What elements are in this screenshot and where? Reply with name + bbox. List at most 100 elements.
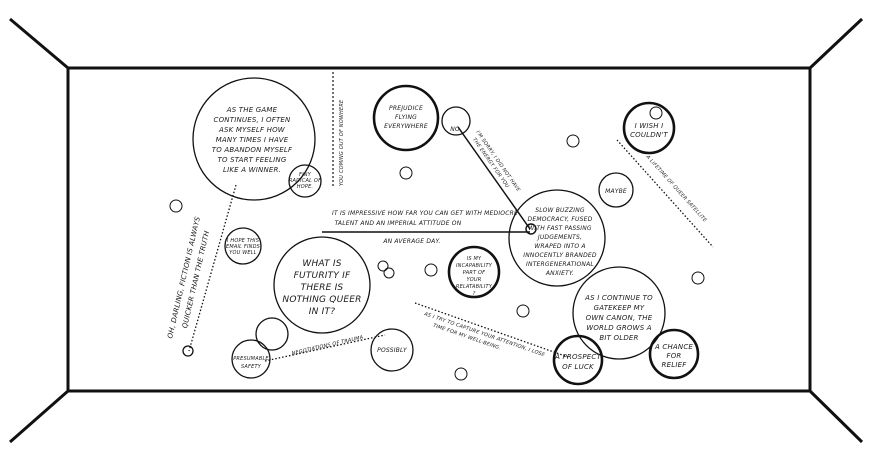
small-circle [525,223,537,235]
small-circle [377,260,389,272]
text-line: FOR [667,352,682,360]
democracy-text: SLOW BUZZING DEMOCRACY, FUSED WITH FAST … [523,207,597,277]
circle-safety-overlap [255,317,289,351]
no-text: NO [450,126,460,133]
text-line: RADICAL OF [289,178,321,184]
text-line: TALENT AND AN IMPERIAL ATTITUDE ON [335,220,462,227]
circle-luck [552,334,604,386]
text-line: TO START FEELING [218,156,287,164]
text-line: RELATABILITY [456,284,493,290]
text-line: TO ABANDON MYSELF [212,146,293,154]
text-line: PART OF [463,270,486,276]
impressive-text: IT IS IMPRESSIVE HOW FAR YOU CAN GET WIT… [332,210,518,245]
small-circle [399,166,413,180]
corner-line-tr [808,17,864,70]
text-line: WHAT IS [302,259,341,269]
small-circle [649,106,663,120]
text-line: WRAPED INTO A [534,243,585,250]
text-line: INTERGENERATIONAL [526,261,594,268]
text-line: I HOPE THIS [227,238,260,244]
text-line: PREJUDICE [389,105,423,112]
hope-text: I HOPE THIS EMAIL FINDS YOU WELL [226,238,261,256]
text-line: IT IS IMPRESSIVE HOW FAR YOU CAN GET WIT… [332,210,518,217]
wish-text: I WISH I COULDN'T [630,122,668,139]
circle-relief [648,328,700,380]
canon-text: AS I CONTINUE TO GATEKEEP MY OWN CANON, … [584,294,653,342]
circle-possibly [370,328,414,372]
text-line: AN AVERAGE DAY. [382,238,440,245]
small-circle [454,367,468,381]
circle-canon [572,266,666,360]
circle-hope [224,227,262,265]
text-line: PRESUMABLE [233,356,269,362]
text-line: IN IT? [309,307,335,317]
text-line: YOUR [467,277,482,283]
maybe-text: MAYBE [605,188,627,195]
circle-maybe [598,172,634,208]
small-circle [383,267,395,279]
text-line: EMAIL FINDS [226,244,261,250]
dotted-line-trauma [264,334,386,362]
circle-game [192,77,316,201]
satellite-text: A LIFETIME OF QUEER SATELLITE [644,154,708,224]
luck-text: A PROSPECT OF LUCK [554,353,601,371]
text-line: RELIEF [662,361,688,369]
incapability-text: IS MY INCAPABILITY PART OF YOUR RELATABI… [456,256,493,297]
safety-text: PRESUMABLE SAFETY [233,356,269,370]
radical-text: FINY RADICAL OF HOPE. [289,172,321,190]
attention-text: AS I TRY TO CAPTURE YOUR ATTENTION, I LO… [422,311,546,359]
text-line: FINY [299,172,312,178]
text-line: YOU WELL [229,250,256,256]
text-line: BIT OLDER [599,334,638,342]
text-line: A PROSPECT [554,353,601,361]
small-circle [566,134,580,148]
circle-futurity [273,236,371,334]
corner-line-bl [9,389,69,444]
trauma-text: NEGOTIATIONS OF TRAUMA [291,335,364,357]
possibly-text: POSSIBLY [377,347,408,354]
text-line: MANY TIMES I HAVE [216,136,289,144]
circle-democracy [508,189,606,287]
text-line: LIKE A WINNER. [223,166,281,174]
small-circle [516,304,530,318]
text-line: HOPE. [297,184,313,190]
text-line: INNOCENTLY BRANDED [523,252,597,259]
small-circle [424,263,438,277]
prejudice-text: PREJUDICE FLYING EVERYWHERE [384,105,428,130]
circle-no [441,106,471,136]
sorry-text: I'M SORRY, I DID NOT HAVE THE ENERGY FOR… [471,130,522,194]
text-line: SAFETY [241,364,262,370]
circle-incapability [447,245,501,299]
small-circle [691,271,705,285]
text-line: IS MY [467,256,482,262]
text-line: JUDGEMENTS, [537,234,582,241]
text-line: EVERYWHERE [384,123,428,130]
text-line: I WISH I [635,122,664,130]
inner-frame [66,66,812,393]
small-circle [182,345,194,357]
text-line: ? [473,291,476,297]
text-line: GATEKEEP MY [594,304,645,312]
text-line: COULDN'T [630,131,668,139]
text-line: A CHANCE [654,343,693,351]
text-line: SLOW BUZZING [535,207,585,214]
dotted-line-fiction [188,184,237,352]
dotted-line-satellite [616,139,714,248]
circle-prejudice [372,84,440,152]
fiction-text: OH, DARLING, FICTION IS ALWAYS QUICKER T… [166,215,211,339]
relief-text: A CHANCE FOR RELIEF [654,343,693,369]
text-line: AS I CONTINUE TO [584,294,653,302]
nowhere-text: YOU COMING OUT OF NOWHERE [339,99,345,186]
game-text: AS THE GAME CONTINUES, I OFTEN ASK MYSEL… [212,106,293,174]
text-line: INCAPABILITY [456,263,493,269]
line-no-to-democracy [457,126,531,230]
text-line: CONTINUES, I OFTEN [213,116,291,124]
text-line: THERE IS [301,283,344,293]
futurity-text: WHAT IS FUTURITY IF THERE IS NOTHING QUE… [282,259,361,317]
text-line: FUTURITY IF [294,271,351,281]
text-line: OWN CANON, THE [586,314,653,322]
text-line: WITH FAST PASSING [528,225,592,232]
text-line: OF LUCK [562,363,595,371]
dotted-line-attention [414,302,569,358]
